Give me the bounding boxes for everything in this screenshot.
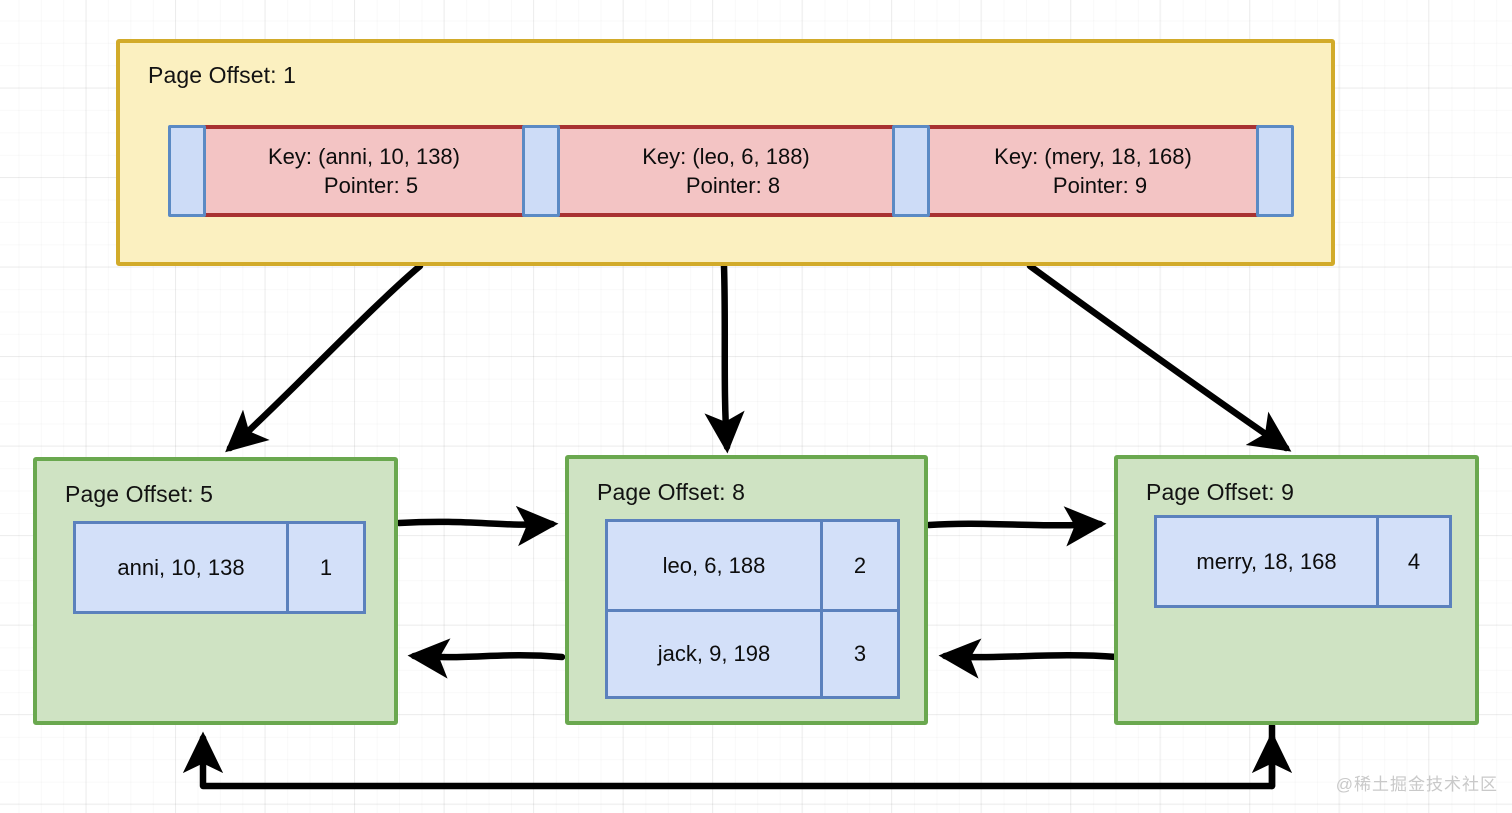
- internal-entry-2-key: Key: (mery, 18, 168): [994, 143, 1192, 169]
- arrow-leaf9-loop-to-leaf5: [182, 722, 1276, 790]
- leaf-node-page-8[interactable]: Page Offset: 8 leo, 6, 188 2 jack, 9, 19…: [565, 455, 928, 725]
- arrow-leaf9-prev-leaf8: [938, 638, 1121, 679]
- leaf-node-8-page-offset-label: Page Offset: 8: [597, 479, 746, 505]
- arrow-leaf5-next-leaf8: [395, 505, 559, 547]
- leaf-node-9-record-table: merry, 18, 168 4: [1154, 515, 1452, 608]
- leaf-node-page-5[interactable]: Page Offset: 5 anni, 10, 138 1: [33, 457, 398, 725]
- internal-entry-2-pointer: Pointer: 9: [1052, 173, 1148, 198]
- child-pointer-slot-0[interactable]: [168, 125, 206, 217]
- arrow-leaf8-prev-leaf5: [407, 638, 566, 679]
- leaf-node-page-9[interactable]: Page Offset: 9 merry, 18, 168 4: [1114, 455, 1479, 725]
- internal-node-page-1[interactable]: Page Offset: 1 Key: (anni, 10, 138) Poin…: [116, 39, 1335, 266]
- internal-entry-1-pointer: Pointer: 8: [685, 173, 781, 198]
- leaf-node-8-row-1-value: jack, 9, 198: [608, 612, 823, 696]
- table-row[interactable]: merry, 18, 168 4: [1157, 518, 1449, 605]
- leaf-node-8-record-table: leo, 6, 188 2 jack, 9, 198 3: [605, 519, 900, 699]
- internal-entry-0-key: Key: (anni, 10, 138): [267, 143, 460, 169]
- arrow-leaf8-next-leaf9: [925, 506, 1107, 547]
- leaf-node-8-row-1-id: 3: [853, 641, 867, 666]
- internal-entry-1-key: Key: (leo, 6, 188): [642, 143, 810, 169]
- child-pointer-slot-2[interactable]: [892, 125, 930, 217]
- leaf-node-9-page-offset-label: Page Offset: 9: [1146, 479, 1295, 505]
- leaf-node-5-record-table: anni, 10, 138 1: [73, 521, 366, 614]
- leaf-node-5-page-offset-label: Page Offset: 5: [65, 481, 214, 507]
- table-row[interactable]: anni, 10, 138 1: [76, 524, 363, 611]
- child-pointer-slot-3[interactable]: [1256, 125, 1294, 217]
- internal-entry-0-pointer: Pointer: 5: [323, 173, 419, 198]
- leaf-node-5-row-0-id: 1: [319, 554, 333, 580]
- child-pointer-slot-1[interactable]: [522, 125, 560, 217]
- internal-entry-1[interactable]: Key: (leo, 6, 188) Pointer: 8: [558, 125, 894, 217]
- leaf-node-9-row-0-id: 4: [1407, 548, 1421, 574]
- internal-node-page-offset-label: Page Offset: 1: [148, 62, 297, 88]
- arrow-root-to-leaf9: [1026, 262, 1292, 452]
- leaf-node-9-row-0-value: merry, 18, 168: [1157, 518, 1379, 605]
- arrow-root-to-leaf5: [225, 262, 424, 453]
- leaf-node-5-row-0-value: anni, 10, 138: [76, 524, 289, 611]
- table-row[interactable]: leo, 6, 188 2: [608, 522, 897, 609]
- arrow-root-to-leaf8: [704, 262, 745, 454]
- internal-entry-2[interactable]: Key: (mery, 18, 168) Pointer: 9: [928, 125, 1258, 217]
- table-row[interactable]: jack, 9, 198 3: [608, 609, 897, 696]
- internal-node-entry-list: Key: (anni, 10, 138) Pointer: 5 Key: (le…: [168, 125, 1294, 217]
- internal-entry-0[interactable]: Key: (anni, 10, 138) Pointer: 5: [204, 125, 524, 217]
- leaf-node-8-row-0-id: 2: [853, 552, 867, 578]
- watermark: @稀土掘金技术社区: [1335, 775, 1498, 794]
- leaf-node-8-row-0-value: leo, 6, 188: [608, 522, 823, 609]
